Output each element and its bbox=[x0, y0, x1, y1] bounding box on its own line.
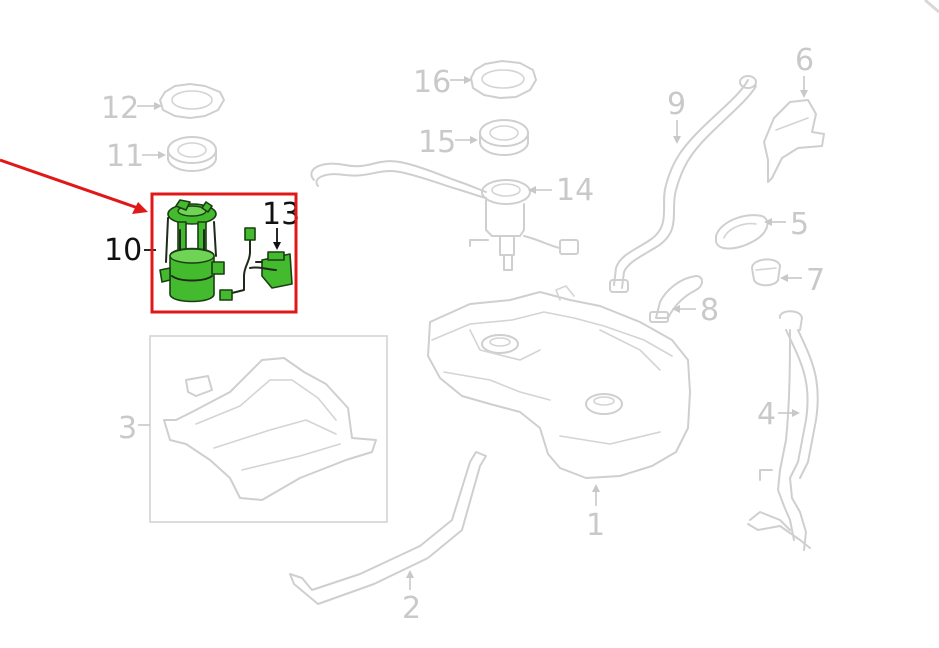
part-9-filler-hose[interactable] bbox=[609, 75, 757, 293]
svg-text:2: 2 bbox=[402, 591, 421, 626]
svg-text:1: 1 bbox=[586, 508, 605, 543]
callout-8: 8 bbox=[672, 293, 719, 328]
callout-1: 1 bbox=[586, 484, 605, 543]
part-5-gasket[interactable] bbox=[715, 214, 769, 250]
part-7-cap[interactable] bbox=[751, 258, 781, 287]
svg-text:16: 16 bbox=[413, 65, 451, 100]
svg-text:8: 8 bbox=[700, 293, 719, 328]
part-8-vent-hose[interactable] bbox=[649, 275, 703, 323]
callout-4: 4 bbox=[757, 397, 800, 432]
svg-text:4: 4 bbox=[757, 397, 776, 432]
svg-text:6: 6 bbox=[795, 43, 814, 78]
svg-text:14: 14 bbox=[556, 173, 594, 208]
callout-7: 7 bbox=[780, 263, 825, 298]
callout-12: 12 bbox=[101, 91, 162, 126]
svg-text:15: 15 bbox=[418, 125, 456, 160]
svg-text:12: 12 bbox=[101, 91, 139, 126]
callout-2: 2 bbox=[402, 570, 421, 626]
callout-14: 14 bbox=[528, 173, 594, 208]
callout-6: 6 bbox=[795, 43, 814, 98]
svg-text:3: 3 bbox=[118, 411, 137, 446]
callout-15: 15 bbox=[418, 125, 478, 160]
callout-13: 13 bbox=[262, 197, 300, 250]
part-16-lock-ring[interactable] bbox=[470, 60, 537, 99]
callout-10: 10 bbox=[104, 233, 156, 268]
svg-text:7: 7 bbox=[806, 263, 825, 298]
callout-11: 11 bbox=[106, 139, 166, 174]
svg-text:5: 5 bbox=[790, 207, 809, 242]
part-14-sender-unit[interactable] bbox=[310, 160, 579, 271]
callout-5: 5 bbox=[764, 207, 809, 242]
part-1-fuel-tank[interactable] bbox=[427, 285, 691, 479]
svg-text:9: 9 bbox=[667, 87, 686, 122]
corner-mark bbox=[924, 0, 939, 14]
svg-text:11: 11 bbox=[106, 139, 144, 174]
part-6-bracket[interactable] bbox=[763, 99, 825, 183]
part-3-heat-shield-frame[interactable] bbox=[149, 335, 388, 523]
callout-9: 9 bbox=[667, 87, 686, 144]
part-15-seal[interactable] bbox=[479, 119, 529, 156]
svg-text:13: 13 bbox=[262, 197, 300, 232]
callout-16: 16 bbox=[413, 65, 472, 100]
pointer-arrow bbox=[0, 158, 148, 214]
part-13-wire-harness[interactable] bbox=[219, 227, 293, 301]
part-2-strap[interactable] bbox=[289, 451, 487, 605]
part-4-filler-pipe[interactable] bbox=[747, 310, 819, 551]
part-11-seal[interactable] bbox=[167, 136, 217, 172]
highlight-box bbox=[150, 192, 298, 314]
part-10-fuel-pump-module[interactable] bbox=[159, 199, 225, 303]
svg-text:10: 10 bbox=[104, 233, 142, 268]
part-12-lock-ring[interactable] bbox=[159, 83, 225, 119]
callout-3: 3 bbox=[118, 411, 150, 446]
